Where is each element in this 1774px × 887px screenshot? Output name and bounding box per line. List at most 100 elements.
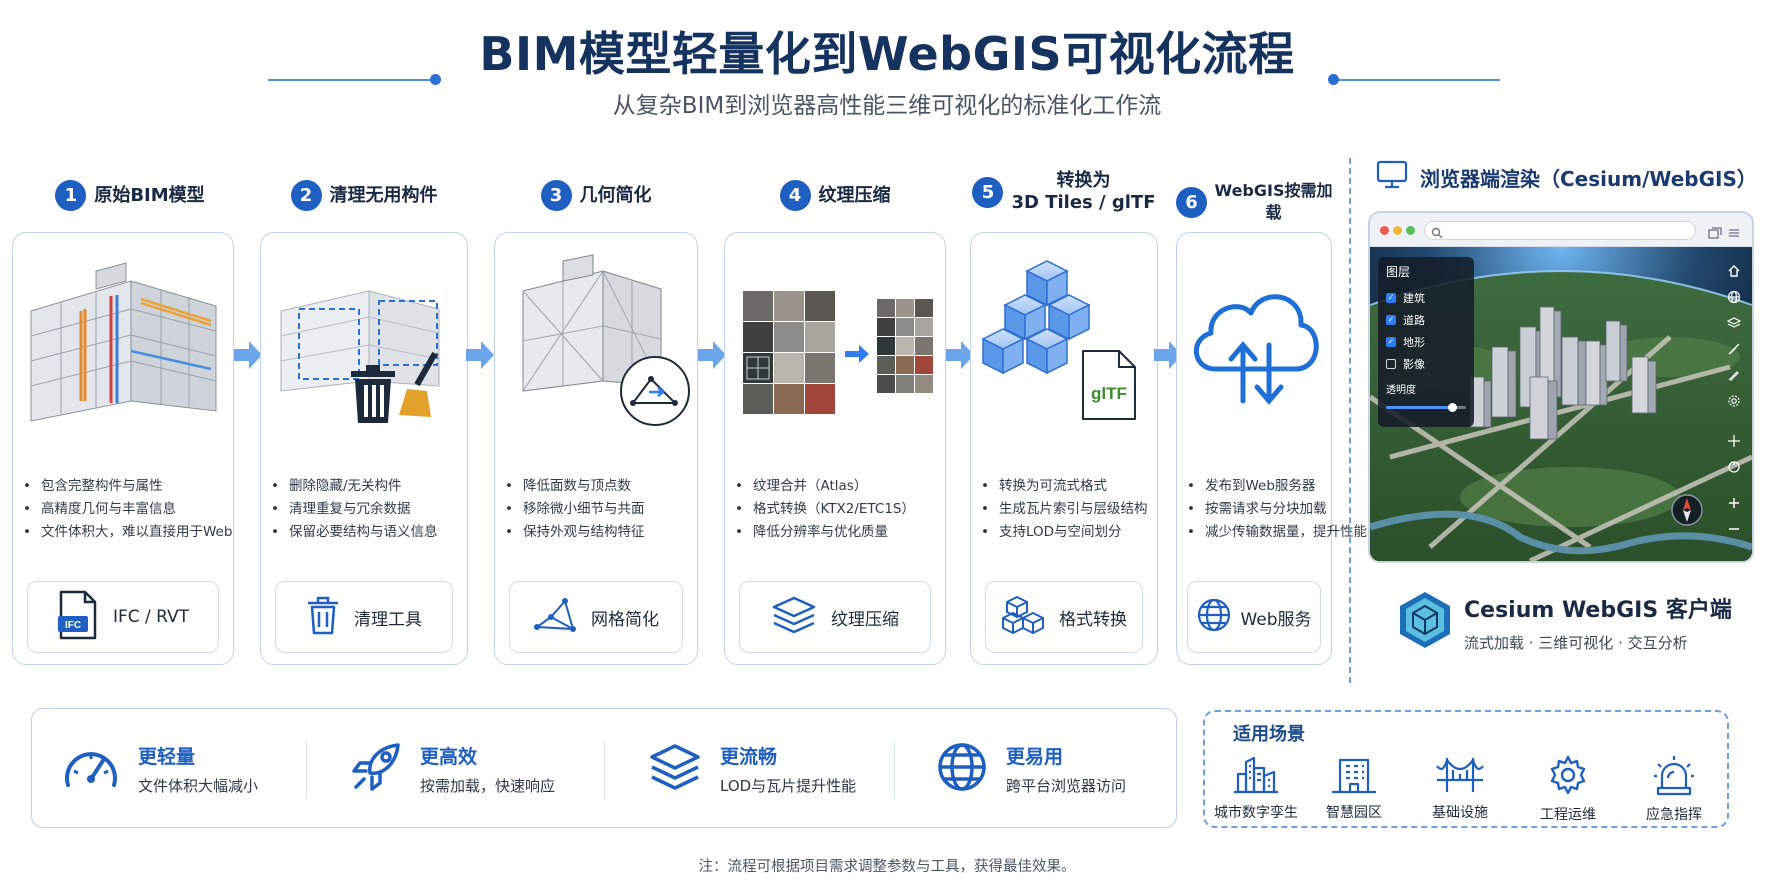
- step-title-line1: 转换为: [1056, 170, 1111, 191]
- use-cases-title: 适用场景: [1233, 724, 1305, 745]
- layers-icon: [771, 595, 817, 639]
- simplified-building-illustration: [503, 251, 690, 431]
- step-4-tool-box: 纹理压缩: [739, 581, 931, 653]
- tool-label: 清理工具: [354, 609, 422, 630]
- gltf-file-label: glTF: [1091, 384, 1127, 403]
- home-icon[interactable]: [1724, 261, 1744, 281]
- browser-section-title: 浏览器端渲染（Cesium/WebGIS）: [1420, 167, 1757, 191]
- checkbox-checked-icon[interactable]: ✓: [1386, 315, 1396, 325]
- client-name: Cesium WebGIS 客户端: [1464, 597, 1732, 623]
- opacity-slider[interactable]: [1386, 403, 1466, 412]
- benefit-item-efficient: 更高效 按需加载，快速响应: [350, 709, 555, 829]
- benefit-desc: LOD与瓦片提升性能: [720, 777, 857, 795]
- opacity-label: 透明度: [1386, 385, 1416, 396]
- layer-toggle-roads[interactable]: ✓ 道路: [1386, 309, 1466, 331]
- bullet-item: 转换为可流式格式: [981, 475, 1153, 498]
- search-icon: [1431, 224, 1443, 243]
- use-case-item: 应急指挥: [1629, 754, 1719, 824]
- map-tools-column: [1722, 261, 1746, 539]
- campus-icon: [1330, 758, 1378, 798]
- use-case-label: 智慧园区: [1326, 805, 1382, 821]
- step-title: WebGIS按需加载: [1214, 181, 1333, 222]
- opacity-slider-handle[interactable]: [1447, 403, 1457, 412]
- step-title: 清理无用构件: [329, 184, 438, 206]
- use-cases-panel: 适用场景 城市数字孪生 智慧园区 基础设施 工程运维 应急指挥: [1203, 710, 1729, 828]
- browser-toolbar: [1370, 213, 1752, 247]
- step-6-card: 发布到Web服务器 按需请求与分块加载 减少传输数据量，提升性能 Web服务: [1176, 232, 1367, 665]
- layer-toggle-imagery[interactable]: 影像: [1386, 353, 1466, 375]
- benefit-title: 更轻量: [138, 746, 196, 768]
- zoom-out-icon[interactable]: [1724, 519, 1744, 539]
- bullet-item: 清理重复与冗余数据: [271, 498, 463, 521]
- file-icon: IFC: [57, 590, 99, 644]
- step-2-card: 删除隐藏/无关构件 清理重复与冗余数据 保留必要结构与语义信息 清理工具: [260, 232, 468, 665]
- menu-icon[interactable]: [1728, 224, 1740, 243]
- step-number: 5: [972, 176, 1004, 208]
- use-case-item: 基础设施: [1415, 754, 1505, 822]
- settings-icon[interactable]: [1724, 391, 1744, 411]
- step-5-card: glTF 转换为可流式格式 生成瓦片索引与层级结构 支持LOD与空间划分 格式转…: [970, 232, 1158, 665]
- step-6-bullets: 发布到Web服务器 按需请求与分块加载 减少传输数据量，提升性能: [1187, 475, 1367, 544]
- benefit-desc: 按需加载，快速响应: [420, 777, 556, 795]
- step-2-header: 2 清理无用构件: [260, 180, 468, 211]
- compass-icon[interactable]: [1670, 493, 1704, 531]
- layer-label: 地形: [1403, 336, 1425, 349]
- tool-label: Web服务: [1240, 609, 1312, 630]
- checkbox-checked-icon[interactable]: ✓: [1386, 337, 1396, 347]
- bullet-item: 移除微小细节与共面: [505, 498, 693, 521]
- window-minimize-dot[interactable]: [1393, 226, 1402, 235]
- step-number: 2: [290, 180, 322, 211]
- opacity-slider-fill: [1386, 406, 1452, 409]
- monitor-icon: [1376, 160, 1408, 195]
- alarm-icon: [1652, 756, 1696, 800]
- step-6-header: 6 WebGIS按需加载: [1176, 180, 1336, 224]
- benefit-item-smooth: 更流畅 LOD与瓦片提升性能: [648, 709, 856, 829]
- bullet-item: 减少传输数据量，提升性能: [1187, 521, 1367, 544]
- bullet-item: 支持LOD与空间划分: [981, 521, 1153, 544]
- benefit-separator: [894, 741, 895, 799]
- cesium-3d-viewport[interactable]: 图层 ✓ 建筑 ✓ 道路 ✓ 地形 影像 透明度: [1370, 247, 1752, 561]
- layer-toggle-buildings[interactable]: ✓ 建筑: [1386, 287, 1466, 309]
- texture-compression-illustration: [733, 251, 937, 431]
- section-divider: [1349, 158, 1351, 683]
- north-icon[interactable]: [1724, 457, 1744, 477]
- globe-icon[interactable]: [1724, 287, 1744, 307]
- rocket-icon: [350, 741, 402, 797]
- benefits-panel: 更轻量 文件体积大幅减小 更高效 按需加载，快速响应: [31, 708, 1177, 828]
- window-maximize-dot[interactable]: [1406, 226, 1415, 235]
- flow-arrow-1: [232, 338, 264, 376]
- layer-toggle-terrain[interactable]: ✓ 地形: [1386, 331, 1466, 353]
- measure-icon[interactable]: [1724, 339, 1744, 359]
- step-3-header: 3 几何简化: [494, 180, 698, 211]
- layers-icon[interactable]: [1724, 313, 1744, 333]
- step-4-bullets: 纹理合并（Atlas） 格式转换（KTX2/ETC1S） 降低分辨率与优化质量: [735, 475, 941, 544]
- step-2-bullets: 删除隐藏/无关构件 清理重复与冗余数据 保留必要结构与语义信息: [271, 475, 463, 544]
- bullet-item: 文件体积大，难以直接用于Web: [23, 521, 232, 544]
- layer-label: 道路: [1403, 314, 1425, 327]
- step-6-tool-box: Web服务: [1187, 581, 1321, 653]
- checkbox-unchecked-icon[interactable]: [1386, 359, 1396, 369]
- layers-icon: [648, 742, 702, 796]
- flow-arrow-3: [696, 338, 728, 376]
- use-case-item: 智慧园区: [1309, 754, 1399, 822]
- step-3-bullets: 降低面数与顶点数 移除微小细节与共面 保持外观与结构特征: [505, 475, 693, 544]
- step-4-header: 4 纹理压缩: [724, 180, 946, 211]
- tabs-icon[interactable]: [1708, 224, 1722, 243]
- bridge-icon: [1435, 758, 1485, 798]
- bim-building-illustration: [21, 251, 225, 431]
- step-1-bullets: 包含完整构件与属性 高精度几何与丰富信息 文件体积大，难以直接用于Web: [23, 475, 232, 544]
- address-bar[interactable]: [1424, 221, 1696, 240]
- pan-icon[interactable]: [1724, 431, 1744, 451]
- step-number: 1: [55, 180, 87, 211]
- globe-icon: [1196, 597, 1232, 637]
- layer-label: 影像: [1403, 358, 1425, 371]
- cesium-logo-icon: [1398, 590, 1452, 654]
- zoom-in-icon[interactable]: [1724, 493, 1744, 513]
- window-close-dot[interactable]: [1380, 226, 1389, 235]
- bullet-item: 降低面数与顶点数: [505, 475, 693, 498]
- benefit-separator: [604, 741, 605, 799]
- checkbox-checked-icon[interactable]: ✓: [1386, 293, 1396, 303]
- step-1-card: 包含完整构件与属性 高精度几何与丰富信息 文件体积大，难以直接用于Web IFC…: [12, 232, 234, 665]
- client-desc: 流式加载 · 三维可视化 · 交互分析: [1464, 633, 1688, 652]
- draw-icon[interactable]: [1724, 365, 1744, 385]
